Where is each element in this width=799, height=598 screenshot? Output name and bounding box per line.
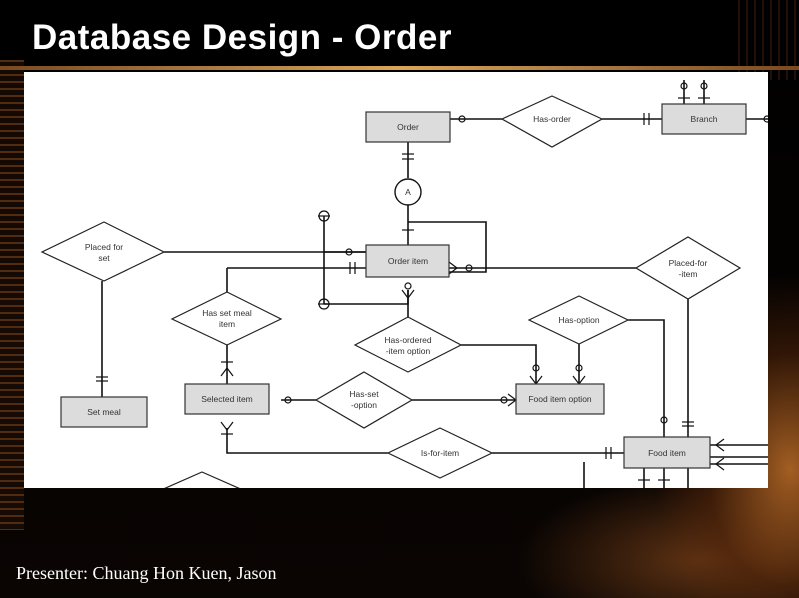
entity-food-item-label: Food item: [648, 448, 686, 458]
decorative-stripes-left: [0, 60, 24, 530]
relationship-is-for-item-label: Is-for-item: [421, 448, 459, 458]
relationship-has-option-label: Has-option: [558, 315, 599, 325]
relationship-lines: [101, 80, 768, 488]
relationship-has-ordered-item-option: Has-ordered -item option: [353, 316, 463, 373]
entity-order-item: Order item: [365, 244, 450, 278]
title-divider: [0, 66, 799, 70]
relationship-placed-for-set-label-1: Placed for: [85, 242, 123, 252]
relationship-has-set-option-label-2: -option: [351, 400, 377, 410]
entity-set-meal-label: Set meal: [87, 407, 121, 417]
relationship-placed-for-set-label-2: set: [98, 253, 110, 263]
relationship-has-set-meal-item: Has set meal item: [170, 291, 283, 346]
entity-set-meal: Set meal: [60, 396, 148, 428]
subtype-marker: A: [394, 178, 422, 206]
entity-order-item-label: Order item: [388, 256, 428, 266]
entity-food-item-option-label: Food item option: [528, 394, 592, 404]
relationship-has-set-meal-item-label-2: item: [219, 319, 235, 329]
entity-branch-label: Branch: [691, 114, 718, 124]
relationship-placed-for-item-label-2: -item: [679, 269, 698, 279]
relationship-has-ordered-item-option-label-2: -item option: [386, 346, 431, 356]
relationship-placed-for-set: Placed for set: [40, 221, 166, 282]
entity-branch: Branch: [661, 103, 747, 135]
entity-selected-item-label: Selected item: [201, 394, 253, 404]
relationship-has-set-option: Has-set -option: [314, 371, 414, 429]
entity-food-item: Food item: [623, 436, 711, 469]
relationship-has-set-option-label-1: Has-set: [349, 389, 379, 399]
cardinality-markers: [96, 82, 768, 481]
relationship-placed-for-item-label-1: Placed-for: [669, 258, 708, 268]
relationship-placed-for-item: Placed-for -item: [634, 236, 742, 300]
slide-title: Database Design - Order: [32, 18, 452, 57]
entity-order: Order: [365, 111, 451, 143]
relationship-has-option: Has-option: [527, 295, 630, 345]
relationship-has-order: Has-order: [500, 95, 604, 148]
relationship-has-order-label: Has-order: [533, 114, 571, 124]
relationship-partial-bottom: [164, 471, 240, 488]
er-diagram: Order Branch Order item Set meal Selecte…: [24, 72, 768, 488]
relationship-has-set-meal-item-label-1: Has set meal: [202, 308, 252, 318]
subtype-marker-label: A: [405, 187, 411, 197]
relationship-is-for-item: Is-for-item: [386, 427, 494, 479]
entity-food-item-option: Food item option: [515, 383, 605, 415]
entity-selected-item: Selected item: [184, 383, 270, 415]
entity-order-label: Order: [397, 122, 419, 132]
relationship-has-ordered-item-option-label-1: Has-ordered: [384, 335, 432, 345]
presenter-line: Presenter: Chuang Hon Kuen, Jason: [16, 563, 277, 583]
